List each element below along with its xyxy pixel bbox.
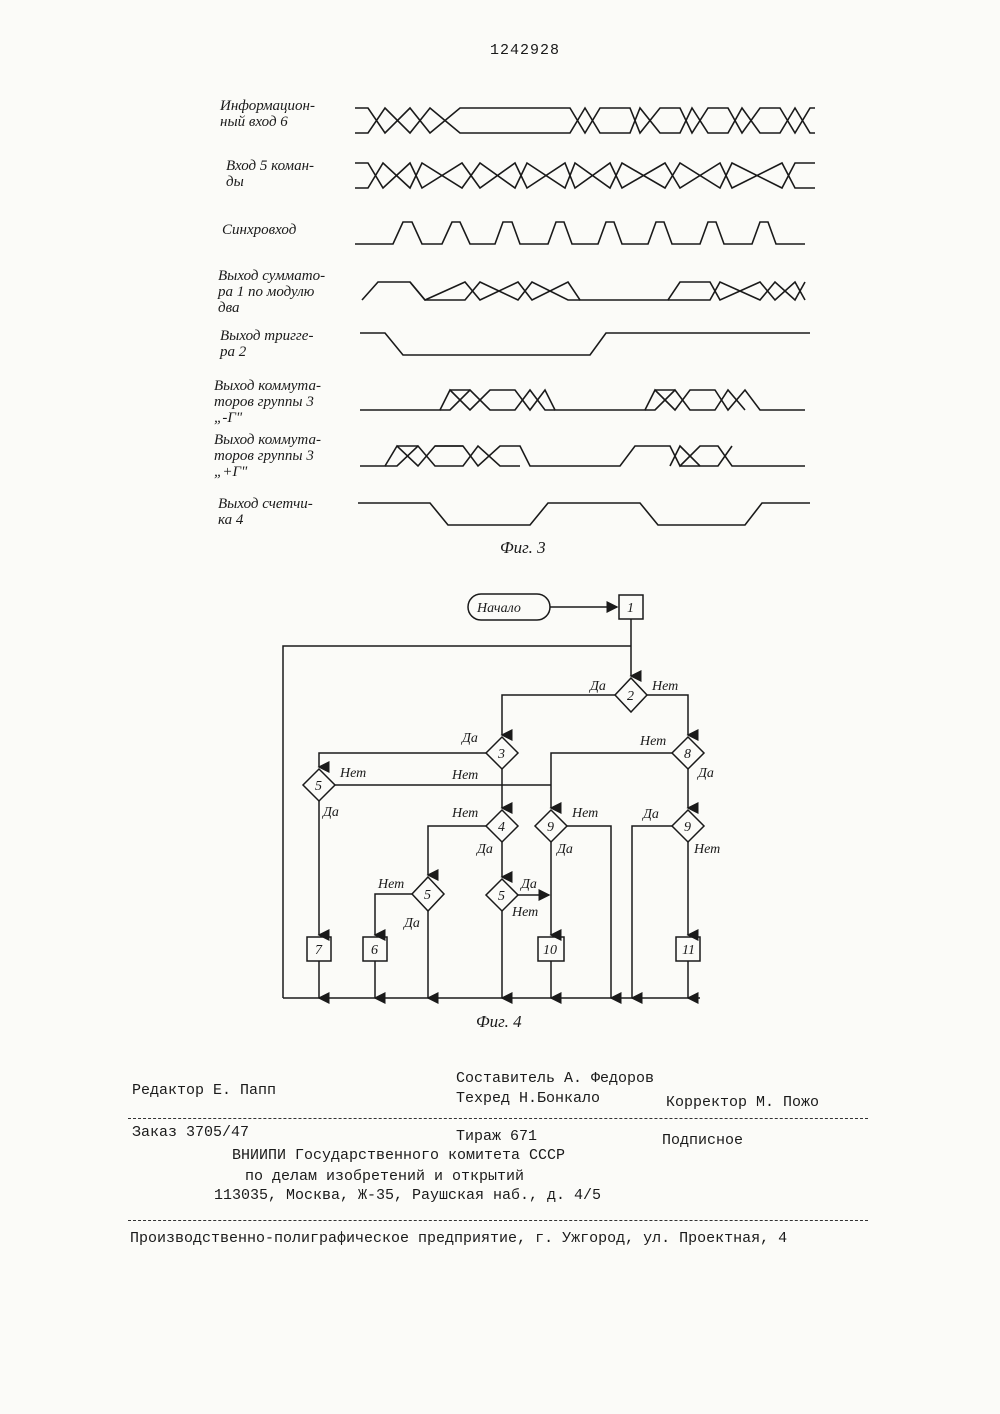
decision-8-label: 8 <box>684 747 691 762</box>
colophon-org-line2: по делам изобретений и открытий <box>245 1168 524 1185</box>
colophon-editor: Редактор Е. Папп <box>132 1082 276 1099</box>
colophon-printer: Производственно-полиграфическое предприя… <box>130 1230 787 1247</box>
branch-5-lower-middle-no: Нет <box>511 905 538 920</box>
block-1-label: 1 <box>627 601 634 616</box>
branch-8-no: Нет <box>639 734 666 749</box>
start-label: Начало <box>476 601 521 616</box>
colophon-techred: Техред Н.Бонкало <box>456 1090 600 1107</box>
branch-9-middle-yes: Да <box>555 842 573 857</box>
branch-9-right-no: Нет <box>693 842 720 857</box>
branch-3-no: Нет <box>451 768 478 783</box>
flowchart: Начало 1 2 3 8 5 4 9 9 5 5 7 6 10 11 Да … <box>0 0 1000 1040</box>
colophon-org-line1: ВНИИПИ Государственного комитета СССР <box>232 1147 565 1164</box>
branch-4-no: Нет <box>451 806 478 821</box>
branch-4-yes: Да <box>475 842 493 857</box>
branch-5-left-yes: Да <box>321 805 339 820</box>
branch-2-no: Нет <box>651 679 678 694</box>
decision-5-lower-middle-label: 5 <box>498 889 505 904</box>
branch-9-right-yes: Да <box>641 807 659 822</box>
decision-9-right-label: 9 <box>684 820 691 835</box>
block-10-label: 10 <box>543 943 557 958</box>
figure4-caption: Фиг. 4 <box>476 1012 522 1032</box>
colophon-subscription: Подписное <box>662 1132 743 1149</box>
branch-3-yes: Да <box>460 731 478 746</box>
branch-5-lower-left-no: Нет <box>377 877 404 892</box>
branch-9-middle-no: Нет <box>571 806 598 821</box>
colophon-circulation: Тираж 671 <box>456 1128 537 1145</box>
decision-2-label: 2 <box>627 689 634 704</box>
colophon-corrector: Корректор М. Пожо <box>666 1094 819 1111</box>
decision-5-lower-left-label: 5 <box>424 888 431 903</box>
colophon-org-line3: 113035, Москва, Ж-35, Раушская наб., д. … <box>214 1187 601 1204</box>
block-11-label: 11 <box>682 943 695 958</box>
colophon-order: Заказ 3705/47 <box>132 1124 249 1141</box>
divider-bottom <box>128 1220 868 1221</box>
decision-5-left-label: 5 <box>315 779 322 794</box>
colophon-compiler: Составитель А. Федоров <box>456 1070 654 1087</box>
branch-5-lower-middle-yes: Да <box>519 877 537 892</box>
branch-8-yes: Да <box>696 766 714 781</box>
block-6-label: 6 <box>371 943 378 958</box>
branch-5-left-no: Нет <box>339 766 366 781</box>
decision-9-middle-label: 9 <box>547 820 554 835</box>
branch-5-lower-left-yes: Да <box>402 916 420 931</box>
decision-4-label: 4 <box>498 820 505 835</box>
block-7-label: 7 <box>315 943 323 958</box>
divider-top <box>128 1118 868 1119</box>
branch-2-yes: Да <box>588 679 606 694</box>
decision-3-label: 3 <box>497 747 505 762</box>
